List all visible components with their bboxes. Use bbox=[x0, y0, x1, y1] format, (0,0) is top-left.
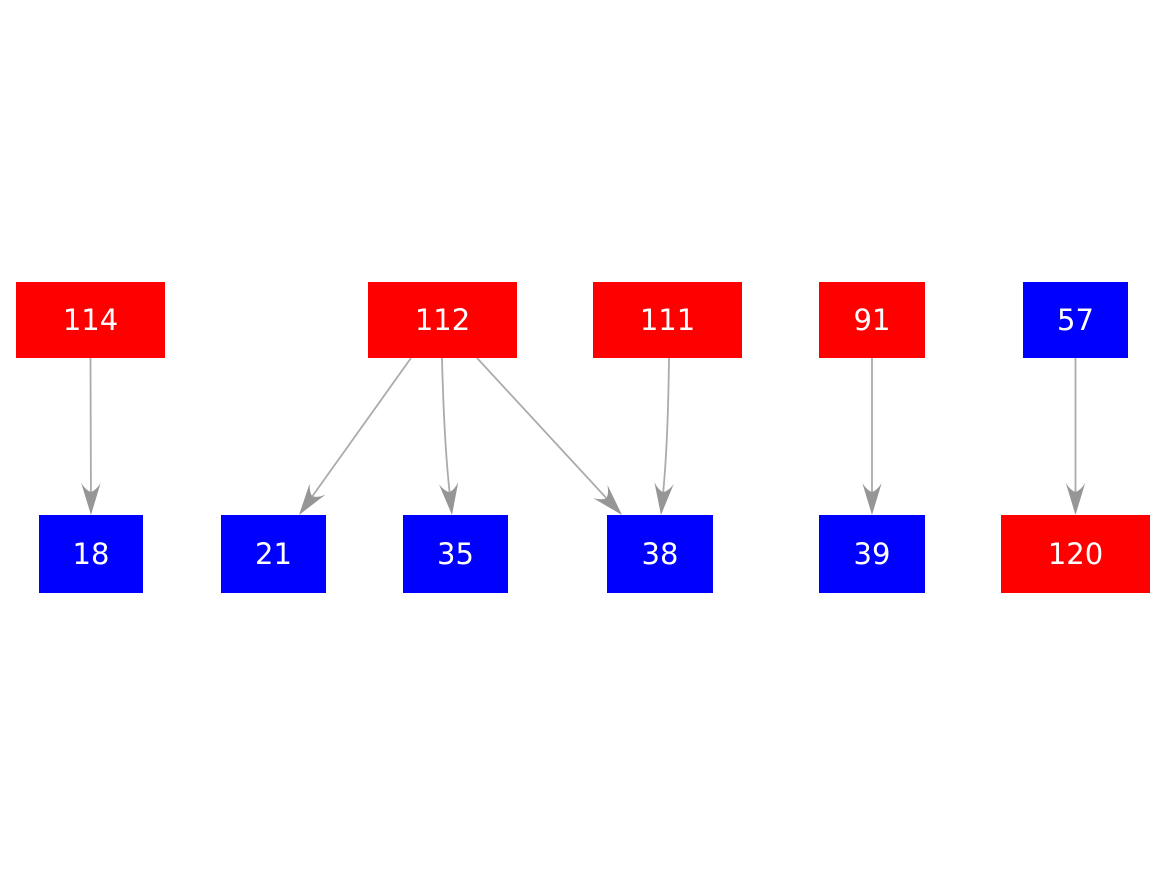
graph-node-57: 57 bbox=[1023, 282, 1128, 358]
node-label: 18 bbox=[72, 536, 110, 571]
graph-node-112: 112 bbox=[368, 282, 517, 358]
graph-node-38: 38 bbox=[607, 515, 713, 593]
graph-node-114: 114 bbox=[16, 282, 165, 358]
node-label: 91 bbox=[853, 302, 891, 337]
graph-node-120: 120 bbox=[1001, 515, 1150, 593]
graph-node-21: 21 bbox=[221, 515, 326, 593]
graph-node-91: 91 bbox=[819, 282, 925, 358]
node-label: 112 bbox=[414, 302, 471, 337]
node-label: 114 bbox=[62, 302, 119, 337]
node-label: 57 bbox=[1057, 302, 1094, 337]
node-label: 38 bbox=[641, 536, 679, 571]
graph-node-39: 39 bbox=[819, 515, 925, 593]
edge-112-38 bbox=[476, 357, 622, 516]
graph-node-35: 35 bbox=[403, 515, 508, 593]
node-label: 120 bbox=[1047, 536, 1104, 571]
node-label: 35 bbox=[437, 536, 474, 571]
graph-node-111: 111 bbox=[593, 282, 742, 358]
graph-node-18: 18 bbox=[39, 515, 143, 593]
edge-112-21 bbox=[298, 357, 412, 515]
node-label: 39 bbox=[853, 536, 891, 571]
node-label: 21 bbox=[255, 536, 292, 571]
node-label: 111 bbox=[639, 302, 696, 337]
edge-111-38 bbox=[654, 357, 674, 516]
edge-112-35 bbox=[438, 357, 459, 516]
